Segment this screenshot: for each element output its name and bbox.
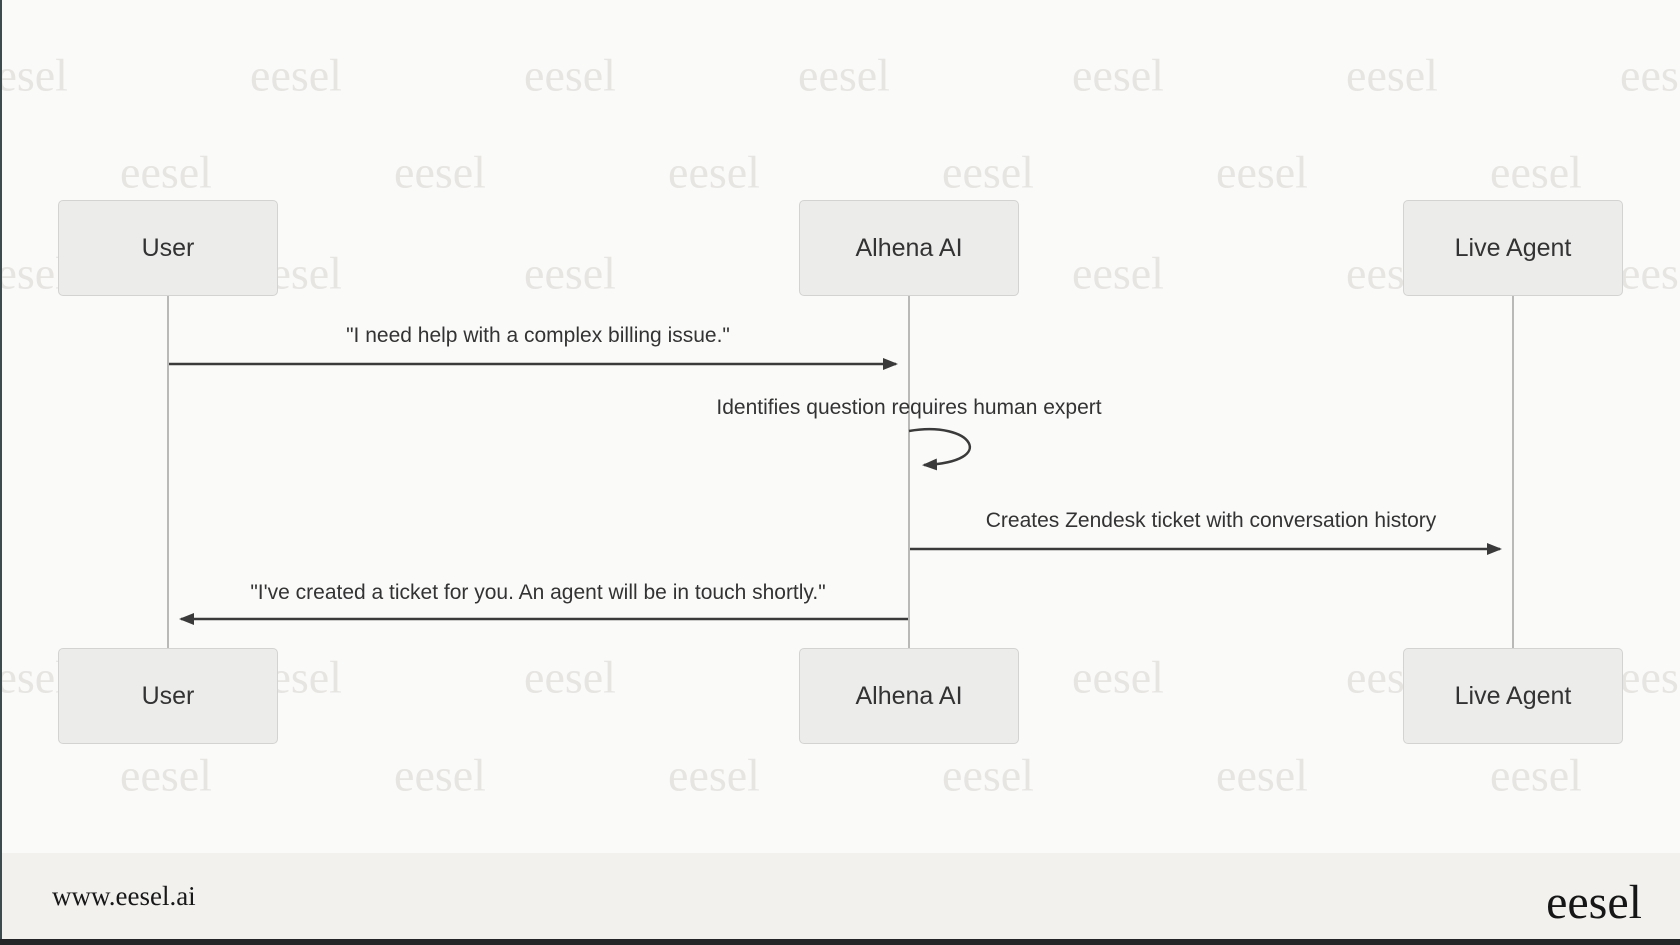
watermark-text: eesel [1216, 749, 1308, 801]
message-label-1: "I need help with a complex billing issu… [346, 324, 730, 347]
left-edge-border [0, 0, 2, 945]
actor-box-liveagent-top: Live Agent [1403, 200, 1623, 296]
watermark-text: eesel [1620, 49, 1680, 101]
watermark-text: eesel [394, 749, 486, 801]
watermark-text: eesel [120, 146, 212, 198]
watermark-text: eesel [524, 247, 616, 299]
watermark-text: eesel [250, 49, 342, 101]
watermark-text: eesel [120, 749, 212, 801]
watermark-text: eesel [942, 749, 1034, 801]
actor-box-alhena-bottom: Alhena AI [799, 648, 1019, 744]
eesel-logo: eesel [1546, 876, 1642, 929]
watermark-text: eesel [0, 247, 68, 299]
actor-box-user-bottom: User [58, 648, 278, 744]
actor-box-user-top: User [58, 200, 278, 296]
watermark-text: eesel [1490, 146, 1582, 198]
watermark-text: eesel [394, 146, 486, 198]
watermark-text: eesel [1620, 651, 1680, 703]
watermark-text: eesel [942, 146, 1034, 198]
watermark-text: eesel [1216, 146, 1308, 198]
watermark-text: eesel [0, 651, 68, 703]
watermark-text: eesel [1072, 651, 1164, 703]
footer-url-text: www.eesel.ai [52, 881, 196, 911]
watermark-text: eesel [1346, 49, 1438, 101]
watermark-text: eesel [524, 49, 616, 101]
watermark-text: eesel [1490, 749, 1582, 801]
watermark-text: eesel [798, 49, 890, 101]
actor-box-liveagent-bottom: Live Agent [1403, 648, 1623, 744]
watermark-text: eesel [1072, 49, 1164, 101]
watermark-text: eesel [668, 749, 760, 801]
watermark-text: eesel [668, 146, 760, 198]
message-label-3: Creates Zendesk ticket with conversation… [985, 509, 1437, 532]
arrow-self-loop-alhena [908, 428, 972, 471]
watermark-text: eesel [1072, 247, 1164, 299]
watermark-text: eesel [524, 651, 616, 703]
message-label-4: "I've created a ticket for you. An agent… [250, 581, 826, 604]
watermark-text: eesel [0, 49, 68, 101]
footer-bar: www.eesel.ai eesel [0, 853, 1680, 945]
bottom-edge-bar [0, 939, 1680, 945]
message-label-2-self: Identifies question requires human exper… [716, 396, 1102, 419]
watermark-text: eesel [1620, 247, 1680, 299]
actor-box-alhena-top: Alhena AI [799, 200, 1019, 296]
